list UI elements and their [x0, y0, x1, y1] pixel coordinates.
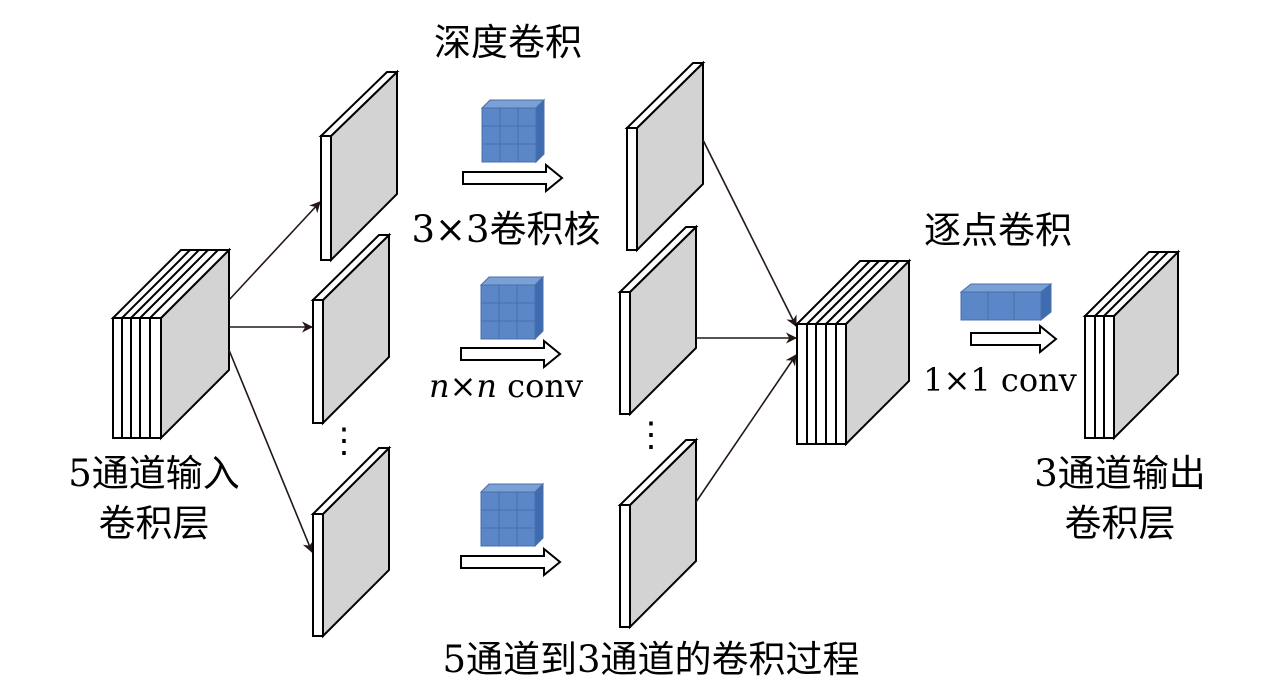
kernel-cell [480, 527, 500, 547]
kernel-cell [481, 107, 501, 127]
arrow-input-to-top [228, 201, 321, 301]
kernel-cube-bottom [479, 482, 545, 548]
kernel-cell [481, 125, 501, 145]
pointwise-input-stack [794, 258, 912, 447]
hollow-arrow-top [462, 162, 564, 194]
caption: 5通道到3通道的卷积过程 [442, 638, 859, 681]
ellipsis-left: ⋮ [327, 421, 361, 461]
kernel-cube-mid [479, 275, 545, 341]
kernel-cell [498, 302, 518, 322]
arrow-input-to-bottom [228, 349, 314, 554]
kernel-cell [481, 143, 501, 163]
depthwise-input-slice-top [318, 69, 400, 263]
kernel-cell [480, 491, 500, 511]
hollow-arrow-pointwise [970, 323, 1058, 355]
kernel-cell [517, 107, 537, 127]
depthwise-kernels [479, 98, 546, 548]
kernel-cell [516, 320, 536, 340]
kernel-cell [499, 125, 519, 145]
kernel-cell [480, 320, 500, 340]
kernel-cell [516, 491, 536, 511]
hollow-arrow-mid [460, 338, 562, 370]
hollow-arrow-bottom [460, 546, 562, 578]
kernel-1x1-label: 1×1 conv [923, 361, 1077, 399]
output-feature-stack [1082, 249, 1181, 441]
depthwise-output-slice-mid [617, 224, 699, 417]
kernel-cube-top [480, 98, 546, 164]
kernel-cell [498, 284, 518, 304]
input-label-line2: 卷积层 [99, 502, 210, 545]
kernel-nxn-label: n×n conv [429, 367, 583, 405]
kernel-cell [498, 320, 518, 340]
kernel-cell [516, 509, 536, 529]
kernel-cell [499, 143, 519, 163]
depthwise-output-slice-bottom [617, 437, 699, 630]
kernel-cell [480, 509, 500, 529]
kernel-cell [498, 491, 518, 511]
kernel-cell [480, 284, 500, 304]
kernel-cell [516, 284, 536, 304]
output-label-line2: 卷积层 [1065, 502, 1176, 545]
pointwise-kernel [959, 282, 1053, 322]
ellipsis-mid: ⋮ [634, 415, 668, 455]
kernel-cell [516, 302, 536, 322]
output-label-line1: 3通道输出 [1034, 452, 1206, 495]
kernel-cell [499, 107, 519, 127]
kernel-cell [516, 527, 536, 547]
kernel-cell [517, 143, 537, 163]
kernel-cell [480, 302, 500, 322]
arrow-bottom-to-stack [695, 354, 797, 503]
depthwise-input-slice-mid [310, 232, 392, 426]
arrow-top-to-stack [702, 139, 797, 328]
input-feature-stack [110, 247, 232, 441]
kernel-cell [498, 527, 518, 547]
kernel-cell [498, 509, 518, 529]
input-label-line1: 5通道输入 [68, 452, 240, 495]
kernel-cell [517, 125, 537, 145]
depthwise-input-slice-bottom [310, 445, 392, 639]
kernel-3x3-label: 3×3卷积核 [411, 208, 600, 251]
depthwise-output-slice-top [624, 60, 706, 253]
depthwise-title: 深度卷积 [434, 21, 582, 64]
pointwise-title: 逐点卷积 [924, 209, 1072, 252]
